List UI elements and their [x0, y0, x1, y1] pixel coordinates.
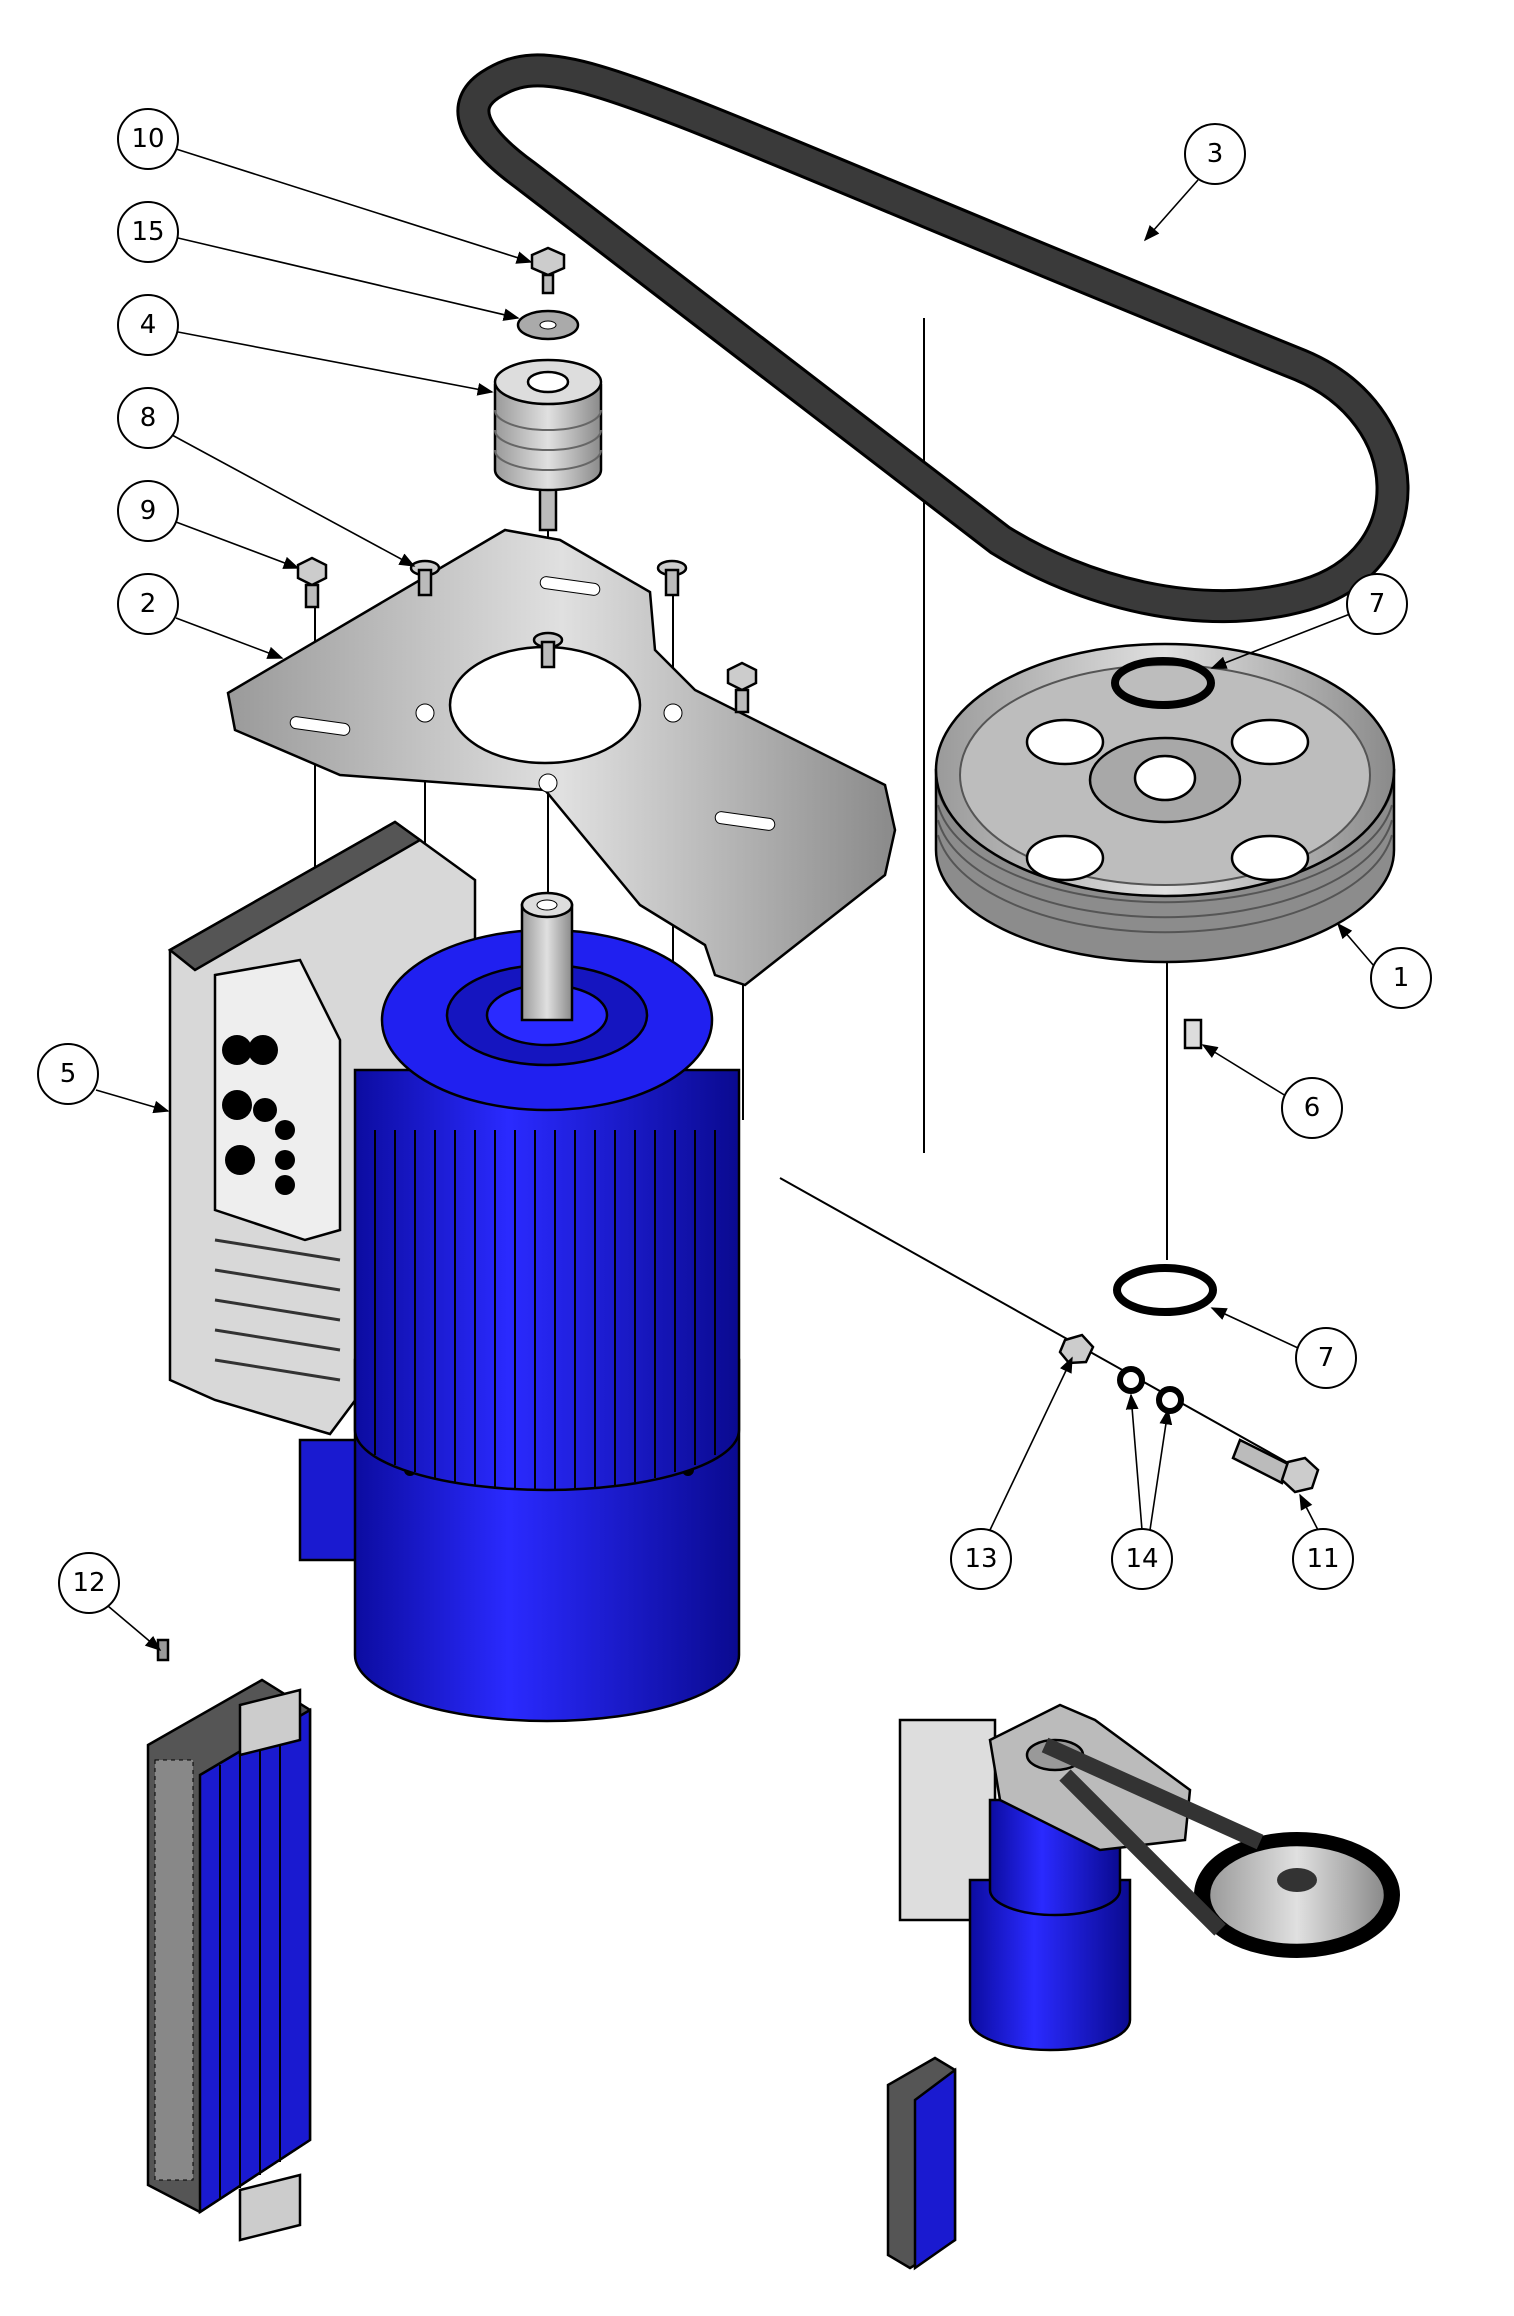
svg-text:13: 13: [964, 1544, 997, 1574]
key-part: [1183, 1018, 1203, 1050]
svg-text:1: 1: [1393, 963, 1410, 993]
svg-text:4: 4: [140, 310, 157, 340]
svg-text:11: 11: [1306, 1544, 1339, 1574]
svg-text:9: 9: [140, 496, 157, 526]
callout-9: 9: [117, 480, 179, 542]
callout-7-bottom: 7: [1295, 1327, 1357, 1389]
svg-text:15: 15: [131, 217, 164, 247]
callout-2: 2: [117, 573, 179, 635]
driven-pulley-part: [934, 642, 1396, 964]
motor-part: [298, 891, 741, 1723]
callout-12: 12: [58, 1552, 120, 1614]
mounting-bracket-part: [226, 528, 897, 987]
svg-text:14: 14: [1125, 1544, 1158, 1574]
svg-text:3: 3: [1207, 139, 1224, 169]
belt-part: [456, 53, 1410, 624]
svg-text:5: 5: [60, 1059, 77, 1089]
callout-15: 15: [117, 201, 179, 263]
leader-lines: [95, 148, 1375, 1652]
callout-3: 3: [1184, 123, 1246, 185]
braking-resistor-part: [146, 1638, 312, 2242]
callout-5: 5: [37, 1043, 99, 1105]
callout-11: 11: [1292, 1528, 1354, 1590]
callout-4: 4: [117, 294, 179, 356]
callout-13: 13: [950, 1528, 1012, 1590]
callout-1: 1: [1370, 947, 1432, 1009]
callout-6: 6: [1281, 1077, 1343, 1139]
retaining-ring-top: [1111, 657, 1215, 709]
callout-7-top: 7: [1346, 573, 1408, 635]
svg-text:7: 7: [1369, 589, 1386, 619]
svg-text:7: 7: [1318, 1343, 1335, 1373]
svg-text:12: 12: [72, 1568, 105, 1598]
svg-text:2: 2: [140, 589, 157, 619]
drive-pulley-stack: [296, 246, 758, 714]
svg-text:8: 8: [140, 403, 157, 433]
callout-14: 14: [1111, 1528, 1173, 1590]
callout-10: 10: [117, 108, 179, 170]
svg-text:10: 10: [131, 124, 164, 154]
retaining-ring-bottom: [1113, 1264, 1217, 1316]
fastener-set: [1058, 1333, 1320, 1494]
assembled-view: [886, 1703, 1400, 2271]
callout-8: 8: [117, 387, 179, 449]
svg-text:6: 6: [1304, 1093, 1321, 1123]
